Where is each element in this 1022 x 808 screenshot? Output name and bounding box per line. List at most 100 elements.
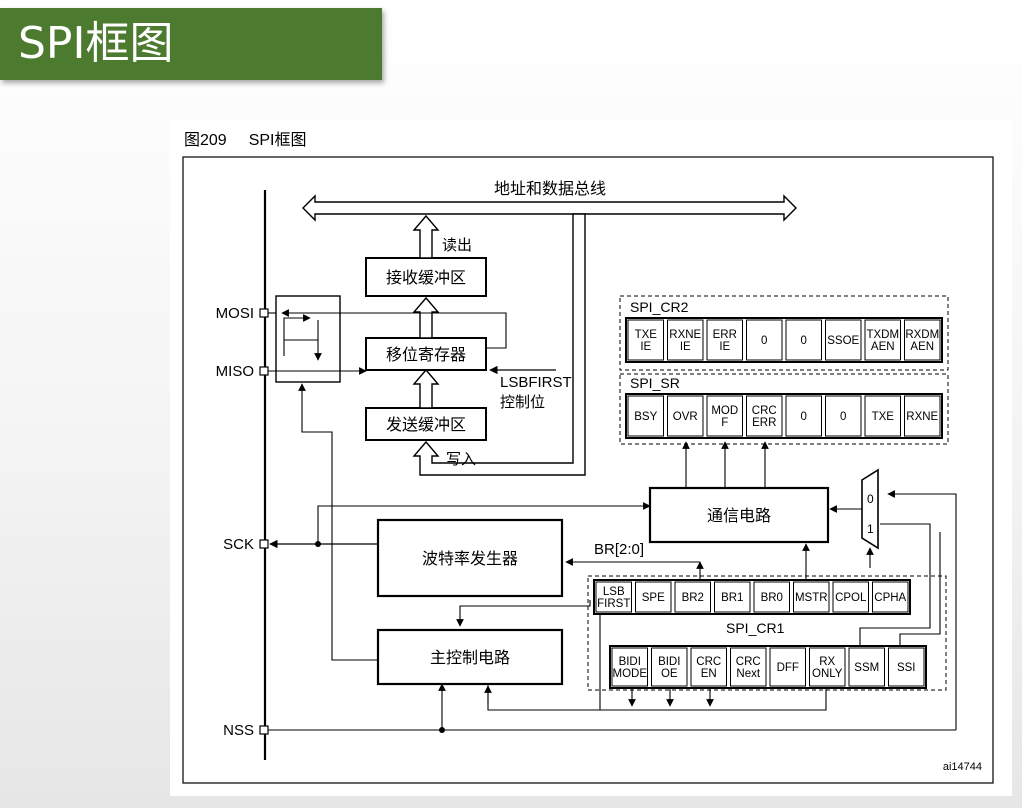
ssm-to-mux [859,523,931,646]
sr-bit [864,395,901,437]
cr1-bit-label: CRC [736,656,761,668]
cr1-bit-label: CPOL [835,592,867,604]
shift-register-block [365,337,487,371]
sr-bit [627,395,664,437]
sr-bit [746,395,783,437]
cr1-bit-label: SSI [897,662,916,674]
master-control-label: 主控制电路 [430,648,510,667]
cr1-bit-label: DFF [777,662,799,674]
sck-label: SCK [223,536,254,553]
baud-generator-block [376,518,564,598]
cr1-bit-label: BIDI [658,656,680,668]
mux [861,468,879,550]
cr2-bit [667,319,704,361]
address-data-bus [302,194,797,222]
cr1-bit-label: LSB [603,586,625,598]
cr1-bit [872,581,909,613]
figure-caption: 图209 SPI框图 [184,126,307,150]
io-switch-box [275,295,341,383]
diagram-frame [182,156,994,784]
cr1-bit [848,647,885,687]
cr1-bit-label: MSTR [795,592,828,604]
cr2-bit-label: TXE [635,329,658,341]
cr1-bit [753,581,790,613]
cr1-bit [651,647,688,687]
cr1-bit-label: MODE [613,668,648,680]
cr1-bit-label: BR0 [761,592,783,604]
cr1-bit-label: BIDI [619,656,641,668]
cr2-bit [746,319,783,361]
bus-label: 地址和数据总线 [494,179,606,198]
mosi-pin [259,308,269,318]
lsbfirst-label: LSBFIRST [500,374,572,391]
sr-bit [667,395,704,437]
figure-number: 图209 [184,132,227,149]
cr2-bit-label: ERR [713,329,737,341]
cr1-bit-label: FIRST [597,598,630,610]
cr1-bit [832,581,869,613]
cr1-bit-label: Next [736,668,760,680]
cr2-bit-label: 0 [761,335,767,347]
sr-bit-label: RXNE [906,411,938,423]
cr1-bit [714,581,751,613]
sr-bit-label: CRC [752,405,777,417]
miso-label: MISO [216,363,254,380]
cr2-bit-label: TXDM [866,329,899,341]
cr1-bit-label: BR2 [682,592,704,604]
cr1-bit [611,647,648,687]
read-arrow [412,214,440,259]
control-bit-label: 控制位 [500,393,545,411]
slide-title-banner: SPI框图 [0,8,382,80]
cr2-bit-label: 0 [801,335,807,347]
rx-buffer-block [365,257,487,297]
shift-to-rx-arrow [412,296,440,339]
tx-to-shift-arrow [412,368,440,409]
cr1-bit [809,647,846,687]
cr2-bit-label: AEN [871,341,895,353]
figure-title: SPI框图 [248,132,307,149]
cr1-bit [769,647,806,687]
ssi-to-mux [899,532,941,646]
spi-cr2-label: SPI_CR2 [630,299,689,315]
cr2-bit-label: IE [640,341,651,353]
mux-0-label: 0 [867,492,874,506]
cr1-bit-label: OE [661,668,678,680]
mosi-label: MOSI [216,305,254,322]
cr1-bit-label: BR1 [721,592,743,604]
shift-register-label: 移位寄存器 [386,345,466,364]
spi-block-diagram: 地址和数据总线 接收缓冲区 移位寄存器 发送缓冲区 读出 写入 LSBFIRST… [182,156,994,784]
spi-cr2-group [619,295,949,371]
cr2-bit-label: SSOE [827,335,859,347]
spi-cr1-label: SPI_CR1 [726,620,785,636]
cr2-bit-label: AEN [910,341,934,353]
sr-bit-label: MOD [711,405,738,417]
cr1-bit [635,581,672,613]
cr2-bit-label: IE [719,341,730,353]
cr1-control-bus [599,614,827,711]
cr1-bit [888,647,925,687]
cr1-bit-label: CPHA [874,592,906,604]
comm-circuit-label: 通信电路 [707,506,771,525]
cr1-bit [690,647,727,687]
br-field-label: BR[2:0] [594,541,644,558]
sr-bit-label: BSY [634,411,657,423]
sr-bit-label: 0 [801,411,807,423]
comm-circuit-block [648,486,830,544]
write-label: 写入 [446,450,476,468]
master-control-block [376,628,564,686]
cr1-bit [730,647,767,687]
spi-cr1-group [587,575,947,691]
sr-bit [904,395,941,437]
cr2-bit [627,319,664,361]
nss-pin [259,725,269,735]
cr2-bit-label: RXDM [905,329,939,341]
cr1-bit-label: RX [819,656,835,668]
spi-sr-label: SPI_SR [630,375,680,391]
cr2-bit [825,319,862,361]
sr-bit-label: TXE [872,411,895,423]
sr-bit-label: F [721,417,728,429]
rx-buffer-label: 接收缓冲区 [386,268,466,287]
spi-sr-group [619,373,949,445]
cr2-bit [706,319,743,361]
